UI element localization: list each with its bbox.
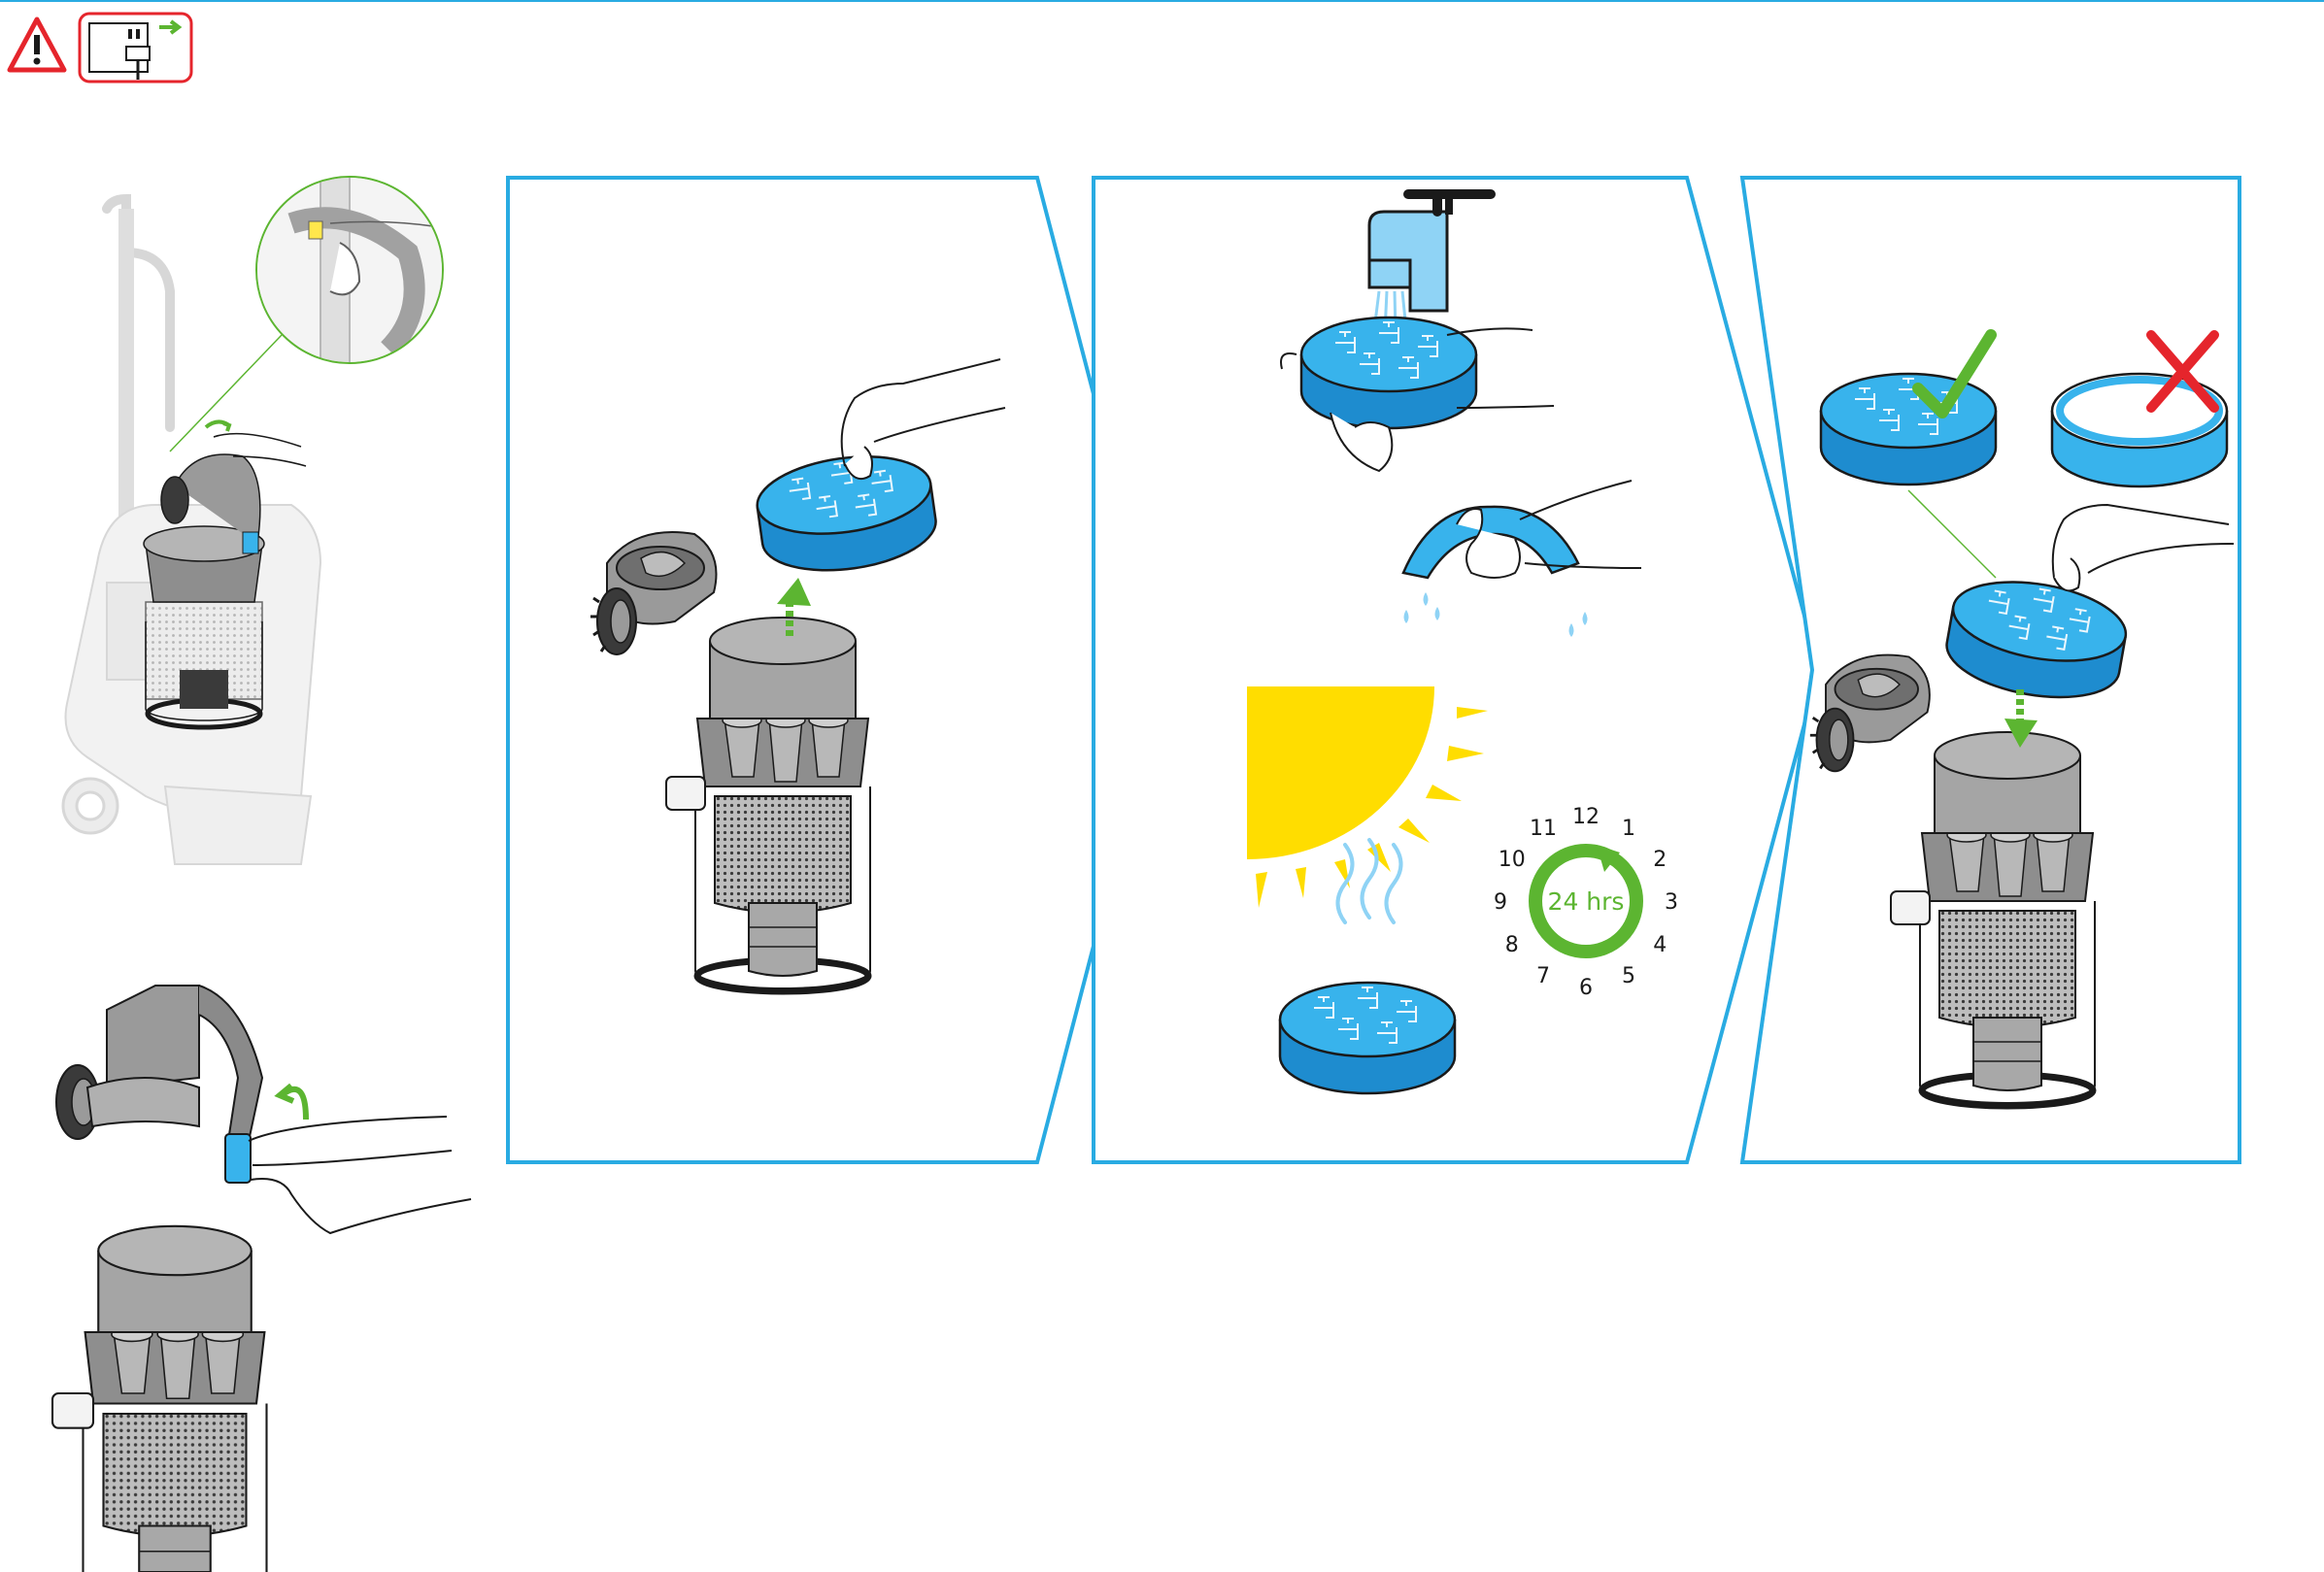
clock-number: 12 <box>1572 805 1600 829</box>
check-mark-icon <box>1912 329 1997 418</box>
clock-number: 7 <box>1536 964 1550 988</box>
clock-number: 9 <box>1494 890 1507 915</box>
panel1-hand <box>840 358 1006 480</box>
clock-number: 4 <box>1653 933 1667 957</box>
panel-wash-dry <box>1092 176 1822 1164</box>
clock-number: 3 <box>1665 890 1678 915</box>
panel3-incorrect-filter <box>2050 372 2229 488</box>
panel3-insert-arrow <box>2004 689 2038 748</box>
panel3-pointer-line <box>1907 489 1997 579</box>
clock-number: 6 <box>1579 976 1593 1000</box>
clock-number: 8 <box>1505 933 1519 957</box>
panel1-lift-arrow <box>777 578 811 636</box>
clock-number: 11 <box>1530 817 1557 841</box>
top-border-line <box>0 0 2324 2</box>
steam-lines <box>1335 838 1403 924</box>
clock-number: 1 <box>1622 817 1635 841</box>
clock-number: 2 <box>1653 848 1667 872</box>
panel2-wash-hands <box>1280 327 1555 473</box>
release-handle <box>55 985 472 1235</box>
panel3-hand <box>2051 503 2235 592</box>
clock-number: 5 <box>1622 964 1635 988</box>
release-cyclone-illustration <box>52 1226 267 1572</box>
sun-icon <box>1247 686 1488 908</box>
cross-mark-icon <box>2146 330 2219 413</box>
unplug-socket-icon <box>78 12 193 84</box>
detail-magnifier <box>169 176 444 452</box>
clock-number: 10 <box>1499 848 1526 872</box>
panel3-correct-filter <box>1821 374 1996 485</box>
panel2-drying-filter <box>1280 983 1455 1093</box>
warning-triangle-icon <box>7 17 67 73</box>
canister-overview <box>143 419 307 730</box>
panel2-squeeze-filter <box>1401 480 1642 637</box>
clock-duration: 24 hrs <box>1548 887 1625 916</box>
